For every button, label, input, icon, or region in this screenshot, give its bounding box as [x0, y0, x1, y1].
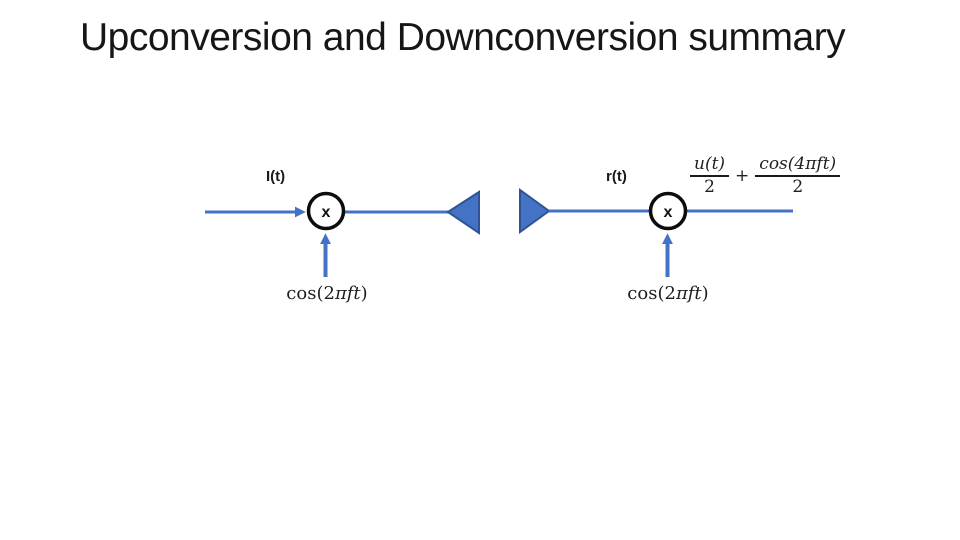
upconversion-multiplier-symbol: x: [322, 204, 331, 221]
tx-antenna-triangle: [446, 190, 480, 235]
downconversion-multiplier-circle: [648, 191, 688, 231]
fraction-numerator: u(t): [690, 155, 730, 177]
upconversion-oscillator-label: cos(2πft): [286, 283, 367, 304]
osc-text: cos(2: [286, 283, 335, 304]
fraction-denominator: 2: [704, 176, 715, 197]
upconversion-input-label: I(t): [266, 168, 286, 185]
downconversion-output-formula: u(t) 2 + cos(4πft) 2: [690, 155, 841, 197]
upconversion-multiplier-circle: [306, 191, 346, 231]
osc-text-close: ): [360, 283, 368, 304]
plus-operator: +: [735, 166, 750, 187]
rx-antenna-triangle: [519, 188, 551, 234]
downconversion-oscillator-label: cos(2πft): [627, 283, 708, 304]
fraction-u-over-2: u(t) 2: [690, 155, 730, 197]
osc-text-italic: πft: [675, 283, 702, 304]
slide-title: Upconversion and Downconversion summary: [80, 16, 846, 59]
osc-text-close: ): [701, 283, 709, 304]
fraction-numerator: cos(4πft): [755, 155, 841, 177]
fraction-denominator: 2: [792, 176, 804, 197]
downconversion-input-label: r(t): [606, 168, 627, 185]
fraction-cos-over-2: cos(4πft) 2: [755, 155, 841, 197]
osc-text-italic: πft: [334, 283, 361, 304]
downconversion-multiplier-symbol: x: [664, 204, 673, 221]
osc-text: cos(2: [627, 283, 676, 304]
